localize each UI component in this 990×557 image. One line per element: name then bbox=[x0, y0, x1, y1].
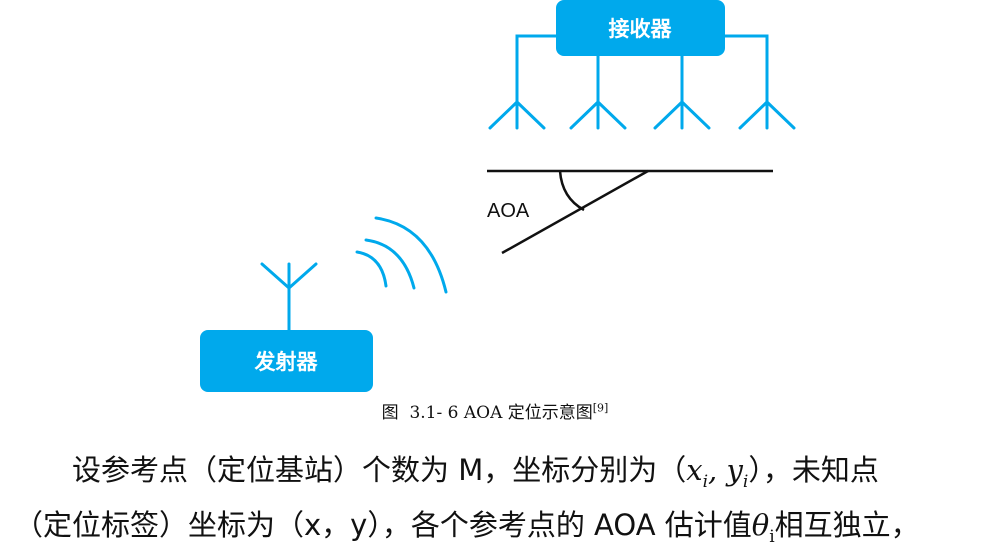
line2-text-b: 相互独立， bbox=[774, 508, 920, 542]
antenna-head-2 bbox=[569, 100, 627, 130]
signal-wave-icon bbox=[355, 216, 448, 294]
aoa-diagram: 接收器 AOA 发射器 bbox=[200, 0, 796, 392]
caption-number: 3.1- 6 bbox=[409, 403, 459, 423]
receiver-antenna-array bbox=[488, 34, 796, 130]
line1-text-a: 设参考点（定位基站）个数为 M，坐标分别为（ bbox=[72, 453, 687, 487]
paragraph-line-2: （定位标签）坐标为（x，y），各个参考点的 AOA 估计值θi相互独立， bbox=[0, 505, 990, 557]
antenna-head-4 bbox=[738, 100, 796, 130]
receiver-label: 接收器 bbox=[609, 17, 673, 41]
incident-ray bbox=[501, 169, 649, 255]
receiver-box: 接收器 bbox=[556, 0, 725, 56]
line1-text-b: ），未知点 bbox=[748, 453, 879, 487]
transmitter-antenna bbox=[260, 262, 318, 332]
x-i-symbol: xi bbox=[686, 453, 709, 492]
line2-text-a: （定位标签）坐标为（x，y），各个参考点的 AOA 估计值 bbox=[14, 508, 752, 542]
theta-i-symbol: θi bbox=[751, 508, 775, 547]
antenna-head-1 bbox=[488, 100, 546, 130]
aoa-geometry bbox=[487, 169, 773, 255]
antenna-head-3 bbox=[653, 100, 711, 130]
figure-caption: 图 3.1- 6 AOA 定位示意图[9] bbox=[0, 398, 990, 423]
y-i-symbol: yi bbox=[726, 453, 749, 492]
caption-reference: [9] bbox=[592, 401, 609, 415]
angle-arc bbox=[558, 170, 585, 212]
caption-prefix: 图 bbox=[381, 403, 399, 423]
paragraph-line-1: 设参考点（定位基站）个数为 M，坐标分别为（xi, yi），未知点 bbox=[72, 453, 879, 492]
transmitter-label: 发射器 bbox=[254, 350, 319, 374]
transmitter-box: 发射器 bbox=[200, 330, 373, 392]
caption-title: AOA 定位示意图 bbox=[463, 403, 593, 423]
aoa-label: AOA bbox=[487, 200, 530, 222]
